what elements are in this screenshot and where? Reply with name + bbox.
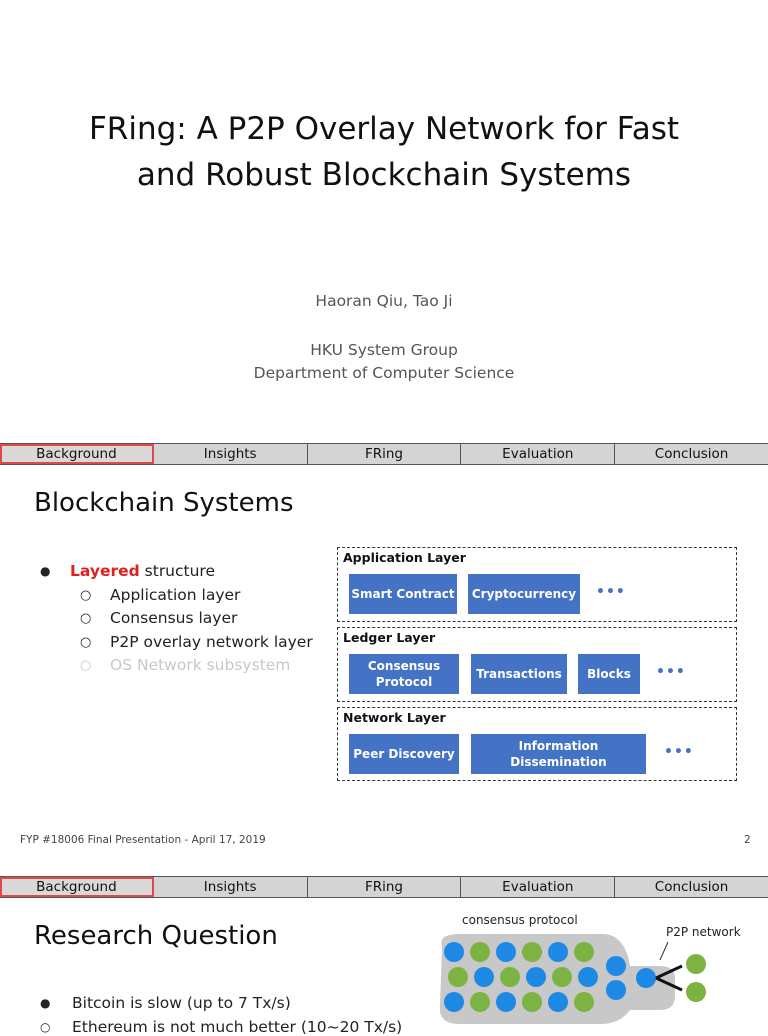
layer-label: Network Layer xyxy=(343,710,446,725)
bullet-text: structure xyxy=(139,562,216,580)
network-node xyxy=(470,992,490,1012)
bullet-dot-icon: ● xyxy=(40,996,51,1010)
ellipsis-icon: ••• xyxy=(664,744,694,760)
title-line-1: FRing: A P2P Overlay Network for Fast xyxy=(88,111,680,147)
network-node xyxy=(574,992,594,1012)
affiliation: HKU System Group Department of Computer … xyxy=(0,339,768,385)
nav-tab-insights[interactable]: Insights xyxy=(154,444,308,464)
section-nav: Background Insights FRing Evaluation Con… xyxy=(0,876,768,898)
nav-tab-insights[interactable]: Insights xyxy=(154,877,308,897)
nav-tab-background[interactable]: Background xyxy=(0,877,154,897)
page-number: 2 xyxy=(744,834,751,846)
arrow-line xyxy=(655,964,683,980)
sub-bullet: ○ Application layer xyxy=(80,584,313,608)
arrow-line xyxy=(655,976,683,992)
nav-tab-evaluation[interactable]: Evaluation xyxy=(461,444,616,464)
network-diagram: consensus protocol P2P network xyxy=(439,913,741,1024)
network-node xyxy=(496,942,516,962)
label-p2p-network: P2P network xyxy=(666,925,741,939)
network-layer-box: Network Layer Peer Discovery Information… xyxy=(337,707,737,781)
network-node xyxy=(522,992,542,1012)
block-consensus-protocol: Consensus Protocol xyxy=(349,654,459,694)
network-node xyxy=(526,967,546,987)
nav-tab-background[interactable]: Background xyxy=(0,444,154,464)
group-name: HKU System Group xyxy=(310,341,458,359)
sub-bullet-faded: ○ OS Network subsystem xyxy=(80,654,313,678)
network-node xyxy=(522,942,542,962)
network-node xyxy=(444,942,464,962)
authors: Haoran Qiu, Tao Ji xyxy=(315,292,453,310)
ledger-layer-box: Ledger Layer Consensus Protocol Transact… xyxy=(337,627,737,702)
bullet-layered: ● Layered structure xyxy=(40,560,313,584)
network-node xyxy=(606,956,626,976)
bullet-dot-icon: ○ xyxy=(40,1020,51,1034)
layer-label: Ledger Layer xyxy=(343,630,436,645)
diagram-nodes xyxy=(444,942,706,1012)
network-node xyxy=(552,967,572,987)
block-transactions: Transactions xyxy=(471,654,567,694)
network-node xyxy=(500,967,520,987)
network-node xyxy=(474,967,494,987)
slide-footer: FYP #18006 Final Presentation - April 17… xyxy=(20,834,266,846)
title-slide: FRing: A P2P Overlay Network for Fast an… xyxy=(0,0,768,430)
highlight-word: Layered xyxy=(70,562,140,580)
slide-title: Blockchain Systems xyxy=(34,488,294,518)
network-node xyxy=(548,992,568,1012)
ellipsis-icon: ••• xyxy=(656,664,686,680)
title-line-2: and Robust Blockchain Systems xyxy=(136,157,632,193)
label-consensus-protocol: consensus protocol xyxy=(462,913,578,927)
bullet-ring-icon: ○ xyxy=(80,634,92,650)
network-node xyxy=(470,942,490,962)
bullet-bitcoin: ● Bitcoin is slow (up to 7 Tx/s) xyxy=(40,994,291,1012)
ellipsis-icon: ••• xyxy=(596,584,626,600)
nav-tab-evaluation[interactable]: Evaluation xyxy=(461,877,616,897)
bullet-text: Ethereum is not much better (10~20 Tx/s) xyxy=(72,1018,403,1036)
block-peer-discovery: Peer Discovery xyxy=(349,734,459,774)
slide-blockchain-systems: Background Insights FRing Evaluation Con… xyxy=(0,443,768,863)
section-nav: Background Insights FRing Evaluation Con… xyxy=(0,443,768,465)
network-node xyxy=(574,942,594,962)
block-blocks: Blocks xyxy=(578,654,640,694)
sub-bullet-text: P2P overlay network layer xyxy=(110,632,313,651)
network-node xyxy=(448,967,468,987)
layer-label: Application Layer xyxy=(343,550,466,565)
sub-bullet-text: Consensus layer xyxy=(110,609,238,627)
bullet-text: Bitcoin is slow (up to 7 Tx/s) xyxy=(72,994,291,1012)
network-node xyxy=(496,992,516,1012)
block-information-dissemination: Information Dissemination xyxy=(471,734,646,774)
bullet-ring-icon: ○ xyxy=(80,611,92,626)
network-node xyxy=(636,968,656,988)
bullet-dot-icon: ● xyxy=(40,564,51,578)
nav-tab-conclusion[interactable]: Conclusion xyxy=(654,879,729,895)
nav-tab-fring[interactable]: FRing xyxy=(308,444,462,464)
sub-bullet: ○ Consensus layer xyxy=(80,607,313,631)
sub-bullet-text: Application layer xyxy=(110,585,241,604)
application-layer-box: Application Layer Smart Contract Cryptoc… xyxy=(337,547,737,622)
slide-research-question: Background Insights FRing Evaluation Con… xyxy=(0,876,768,1036)
slide-title: Research Question xyxy=(34,921,278,951)
sub-bullet-text: OS Network subsystem xyxy=(110,656,291,674)
network-node xyxy=(548,942,568,962)
bullet-ring-icon: ○ xyxy=(80,587,92,603)
sub-bullet: ○ P2P overlay network layer xyxy=(80,631,313,655)
department-name: Department of Computer Science xyxy=(253,364,515,382)
network-node xyxy=(686,954,706,974)
bullet-ethereum: ○ Ethereum is not much better (10~20 Tx/… xyxy=(40,1018,402,1036)
bullet-list: ● Layered structure ○ Application layer … xyxy=(40,560,313,678)
network-node xyxy=(686,982,706,1002)
network-node xyxy=(606,980,626,1000)
network-node xyxy=(578,967,598,987)
bullet-ring-icon: ○ xyxy=(80,658,92,673)
nav-tab-fring[interactable]: FRing xyxy=(308,877,462,897)
presentation-title: FRing: A P2P Overlay Network for Fast an… xyxy=(0,106,768,198)
label-pointer-line xyxy=(659,941,669,961)
block-cryptocurrency: Cryptocurrency xyxy=(468,574,580,614)
block-smart-contract: Smart Contract xyxy=(349,574,457,614)
nav-tab-conclusion[interactable]: Conclusion xyxy=(654,446,729,462)
network-node xyxy=(444,992,464,1012)
